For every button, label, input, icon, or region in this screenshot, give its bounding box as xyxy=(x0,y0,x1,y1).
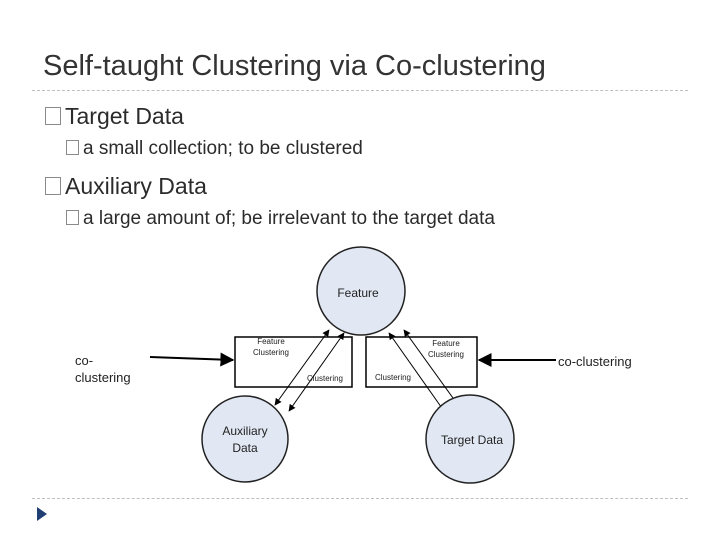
auxiliary-node-label-line2: Data xyxy=(232,441,258,455)
right-box-bottom-label: Clustering xyxy=(375,373,411,382)
bullet-box-icon xyxy=(45,106,61,125)
left-coclustering-label: co-clustering xyxy=(75,353,131,385)
bullet-text: a large amount of; be irrelevant to the … xyxy=(83,208,495,229)
target-data-node xyxy=(425,394,515,484)
left-box-bottom-label: Clustering xyxy=(307,374,343,383)
bullet-text: Target Data xyxy=(65,103,184,129)
target-node-label: Target Data xyxy=(441,433,503,447)
left-box-feature-label: Feature xyxy=(257,337,285,346)
title-divider xyxy=(32,90,688,91)
left-box-clustering-label: Clustering xyxy=(253,348,289,357)
subbullet-auxiliary-description: a large amount of; be irrelevant to the … xyxy=(66,208,495,230)
bullet-box-icon xyxy=(66,139,79,155)
feature-node-label: Feature xyxy=(337,286,379,300)
bullet-box-icon xyxy=(66,209,79,225)
right-box-clustering-label: Clustering xyxy=(428,350,464,359)
bullet-box-icon xyxy=(45,176,61,195)
right-coclustering-label: co-clustering xyxy=(558,354,632,369)
bullet-auxiliary-data: Auxiliary Data xyxy=(45,173,207,200)
auxiliary-data-node xyxy=(201,395,289,483)
feature-auxiliary-arrow-right xyxy=(288,332,345,412)
slide-nav-arrow-icon[interactable] xyxy=(36,506,48,522)
slide-title: Self-taught Clustering via Co-clustering xyxy=(43,50,546,82)
bullet-text: Auxiliary Data xyxy=(65,173,207,199)
feature-target-arrow-right xyxy=(403,329,459,406)
feature-node xyxy=(316,246,406,336)
subbullet-target-description: a small collection; to be clustered xyxy=(66,138,363,160)
right-box-feature-label: Feature xyxy=(432,339,460,348)
left-coclustering-pointer xyxy=(149,352,235,367)
bullet-target-data: Target Data xyxy=(45,103,184,130)
footer-divider xyxy=(32,498,688,499)
auxiliary-node-label-line1: Auxiliary xyxy=(222,424,267,438)
bullet-text: a small collection; to be clustered xyxy=(83,138,363,159)
